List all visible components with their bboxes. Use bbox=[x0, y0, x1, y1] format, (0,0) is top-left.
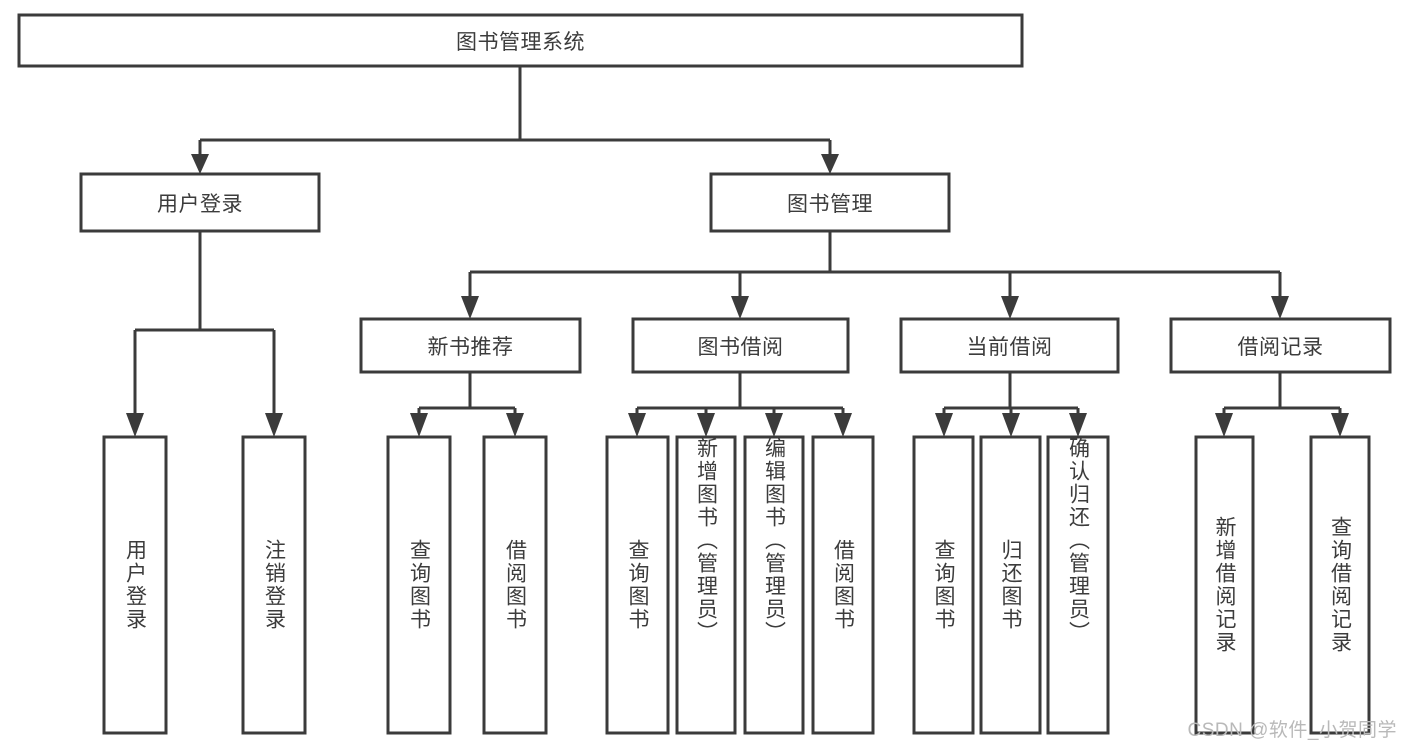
node-box-leaf-borrow-book-2[interactable] bbox=[811, 435, 875, 735]
node-box-user-login[interactable] bbox=[79, 172, 321, 233]
arrowhead-leaf-query-record bbox=[1331, 413, 1349, 437]
node-box-leaf-query-book-2[interactable] bbox=[605, 435, 670, 735]
csdn-watermark: CSDN @软件_小贺同学 bbox=[1187, 720, 1397, 741]
node-box-leaf-user-login[interactable] bbox=[102, 435, 168, 735]
arrowhead-leaf-borrow-book-1 bbox=[506, 413, 524, 437]
arrowhead-leaf-add-record bbox=[1215, 413, 1233, 437]
node-box-leaf-return-book[interactable] bbox=[979, 435, 1042, 735]
arrowhead-leaf-user-login bbox=[126, 413, 144, 437]
arrowhead-leaf-confirm-return bbox=[1069, 413, 1087, 437]
arrowhead-book-borrow bbox=[731, 296, 749, 319]
arrowhead-leaf-add-book bbox=[697, 413, 715, 437]
arrowhead-borrow-record bbox=[1271, 296, 1289, 319]
arrowhead-leaf-edit-book bbox=[765, 413, 783, 437]
node-box-leaf-query-book-3[interactable] bbox=[912, 435, 975, 735]
node-box-leaf-add-record[interactable] bbox=[1194, 435, 1255, 735]
node-box-leaf-add-book[interactable] bbox=[675, 435, 737, 735]
arrowhead-user-login bbox=[191, 154, 209, 174]
node-box-current-borrow[interactable] bbox=[899, 317, 1120, 374]
node-box-leaf-borrow-book-1[interactable] bbox=[482, 435, 548, 735]
arrowhead-book-management bbox=[821, 154, 839, 174]
arrowhead-leaf-logout-login bbox=[265, 413, 283, 437]
node-box-leaf-query-book-1[interactable] bbox=[386, 435, 452, 735]
arrowhead-current-borrow bbox=[1001, 296, 1019, 319]
arrowhead-leaf-query-book-2 bbox=[628, 413, 646, 437]
node-box-borrow-record[interactable] bbox=[1169, 317, 1392, 374]
node-box-book-borrow[interactable] bbox=[631, 317, 850, 374]
node-box-new-book-recommend[interactable] bbox=[359, 317, 582, 374]
arrowhead-leaf-query-book-3 bbox=[935, 413, 953, 437]
node-box-leaf-logout-login[interactable] bbox=[241, 435, 307, 735]
node-box-leaf-edit-book[interactable] bbox=[743, 435, 805, 735]
arrowhead-leaf-borrow-book-2 bbox=[834, 413, 852, 437]
arrowhead-new-book-recommend bbox=[461, 296, 479, 319]
node-box-book-management[interactable] bbox=[709, 172, 951, 233]
node-box-root[interactable] bbox=[17, 13, 1024, 68]
node-box-leaf-confirm-return[interactable] bbox=[1046, 435, 1110, 735]
node-box-leaf-query-record[interactable] bbox=[1309, 435, 1371, 735]
arrowhead-leaf-return-book bbox=[1002, 413, 1020, 437]
arrowhead-leaf-query-book-1 bbox=[410, 413, 428, 437]
